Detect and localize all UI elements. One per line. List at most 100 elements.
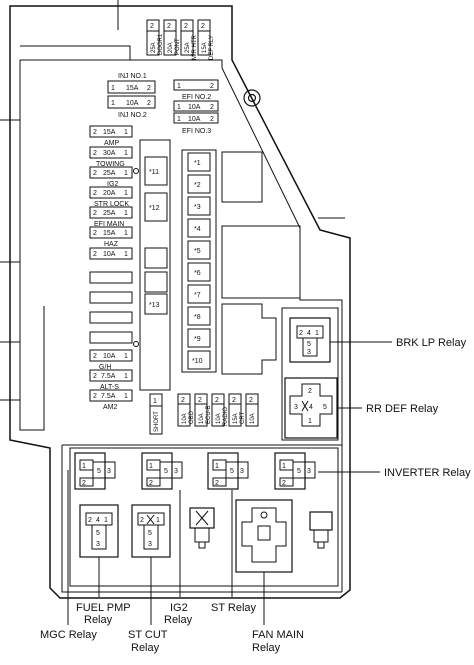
svg-text:G/H: G/H xyxy=(99,364,111,371)
svg-text:5: 5 xyxy=(230,468,234,475)
ig2-relay xyxy=(189,507,215,549)
svg-text:2: 2 xyxy=(88,517,92,524)
svg-text:*5: *5 xyxy=(194,248,201,255)
svg-text:5: 5 xyxy=(307,341,311,348)
svg-text:2: 2 xyxy=(249,397,253,404)
svg-text:1: 1 xyxy=(177,83,181,90)
large-fuse-empty xyxy=(144,271,168,293)
left-fuse: 2 30A 1 TOWING xyxy=(89,146,133,168)
svg-text:2: 2 xyxy=(93,170,97,177)
svg-text:3: 3 xyxy=(96,541,100,548)
ig2-relay-label-2: Relay xyxy=(164,614,193,626)
svg-text:2: 2 xyxy=(140,517,144,524)
large-fuse: *12 xyxy=(144,192,168,222)
inj-no1-label: INJ NO.1 xyxy=(118,73,147,80)
svg-text:*7: *7 xyxy=(194,292,201,299)
spare-relay xyxy=(309,511,333,549)
svg-text:2: 2 xyxy=(167,23,171,30)
svg-text:10A: 10A xyxy=(250,413,256,424)
svg-text:1: 1 xyxy=(124,393,128,400)
svg-text:SHORT: SHORT xyxy=(154,411,160,432)
svg-text:1: 1 xyxy=(111,85,115,92)
relay-block-empty xyxy=(221,151,263,203)
fuse-cell: *2 xyxy=(187,174,211,194)
svg-text:RADIO: RADIO xyxy=(223,407,229,426)
lower-left-fuse: 2 7.5A 1 AM2 xyxy=(89,389,133,411)
svg-text:2: 2 xyxy=(93,190,97,197)
left-fuse: 2 15A 1 AMP xyxy=(89,125,133,147)
svg-text:3: 3 xyxy=(294,404,298,411)
svg-text:1: 1 xyxy=(124,353,128,360)
upper-fuse: 2 20A PONT xyxy=(163,19,181,56)
svg-text:3: 3 xyxy=(174,468,178,475)
relay-tray-border xyxy=(281,307,339,441)
relay-row-top: 1 5 3 2 1 5 3 2 1 5 3 2 xyxy=(74,452,316,490)
rr-def-relay-label: RR DEF Relay xyxy=(366,403,439,415)
relay-row-bottom: 2 4 1 5 3 2 1 5 3 xyxy=(79,499,333,573)
left-fuse: 2 20A 1 STR LOCK xyxy=(89,186,133,208)
svg-text:2: 2 xyxy=(147,85,151,92)
svg-text:1: 1 xyxy=(315,330,319,337)
bottom-fuse: 2 15A RADIO xyxy=(223,393,242,427)
svg-text:25A: 25A xyxy=(151,42,157,53)
brk-lp-relay-label: BRK LP Relay xyxy=(396,337,467,349)
svg-text:3: 3 xyxy=(240,468,244,475)
efi-no2-label: EFI NO.2 xyxy=(182,94,211,101)
ig2-relay-label: IG2 xyxy=(170,602,188,614)
svg-text:*4: *4 xyxy=(194,226,201,233)
left-fuse: 2 15A 1 HAZ xyxy=(89,226,133,248)
svg-text:2: 2 xyxy=(93,210,97,217)
svg-text:15A: 15A xyxy=(103,129,116,136)
svg-text:TOWING: TOWING xyxy=(96,161,125,168)
fuse-cell: *9 xyxy=(187,328,211,348)
svg-text:3: 3 xyxy=(148,541,152,548)
svg-text:2: 2 xyxy=(93,393,97,400)
ig2-relay-top: 1 5 3 2 xyxy=(207,452,249,490)
left-fuse: 2 25A 1 IG2 xyxy=(89,166,139,188)
svg-text:2: 2 xyxy=(184,23,188,30)
left-fuse: 2 10A 1 xyxy=(89,247,133,260)
st-cut-relay-label: ST CUT xyxy=(128,629,168,641)
svg-text:1: 1 xyxy=(124,190,128,197)
bottom-fuse: 2 10A OBD xyxy=(189,393,208,427)
svg-text:20A: 20A xyxy=(103,190,116,197)
fuse-cell: *5 xyxy=(187,240,211,260)
svg-text:DEF RLY: DEF RLY xyxy=(209,35,215,60)
svg-text:3: 3 xyxy=(307,349,311,356)
svg-text:2: 2 xyxy=(198,397,202,404)
svg-text:15A: 15A xyxy=(126,85,139,92)
fuel-pmp-relay: 2 4 1 5 3 xyxy=(79,504,119,558)
svg-text:2: 2 xyxy=(93,373,97,380)
relay-tray-inner xyxy=(69,447,339,587)
fuse-cell: *8 xyxy=(187,306,211,326)
bottom-fuse: 2 10A CRT xyxy=(240,393,259,427)
svg-text:2: 2 xyxy=(210,104,214,111)
svg-text:AM2: AM2 xyxy=(103,404,118,411)
svg-text:1: 1 xyxy=(124,150,128,157)
svg-text:ALT-S: ALT-S xyxy=(100,384,119,391)
svg-text:2: 2 xyxy=(93,353,97,360)
left-fuse-column: 2 15A 1 AMP 2 30A 1 TOWING 2 25A 1 IG2 2… xyxy=(89,125,139,260)
large-fuse-empty xyxy=(144,247,168,269)
svg-text:4: 4 xyxy=(96,517,100,524)
fuse-cell: *7 xyxy=(187,284,211,304)
svg-text:5: 5 xyxy=(97,468,101,475)
svg-text:10A: 10A xyxy=(103,353,116,360)
inverter-relay: 1 5 3 2 xyxy=(274,452,316,490)
svg-text:2: 2 xyxy=(210,116,214,123)
svg-text:1: 1 xyxy=(124,210,128,217)
svg-text:5: 5 xyxy=(148,530,152,537)
fuse-cell: *6 xyxy=(187,262,211,282)
svg-text:2: 2 xyxy=(150,23,154,30)
svg-text:1: 1 xyxy=(177,116,181,123)
svg-text:*8: *8 xyxy=(194,314,201,321)
svg-text:2: 2 xyxy=(215,397,219,404)
lower-left-fuse: 2 7.5A 1 ALT-S xyxy=(89,369,133,391)
svg-text:25A: 25A xyxy=(185,42,191,53)
svg-text:1: 1 xyxy=(215,463,219,470)
upper-fuse: 2 25A MIR HTR xyxy=(180,19,198,60)
svg-text:25A: 25A xyxy=(103,170,116,177)
large-fuse-column: *11 *12 *13 xyxy=(139,139,171,391)
svg-text:2: 2 xyxy=(232,397,236,404)
svg-text:1: 1 xyxy=(156,517,160,524)
